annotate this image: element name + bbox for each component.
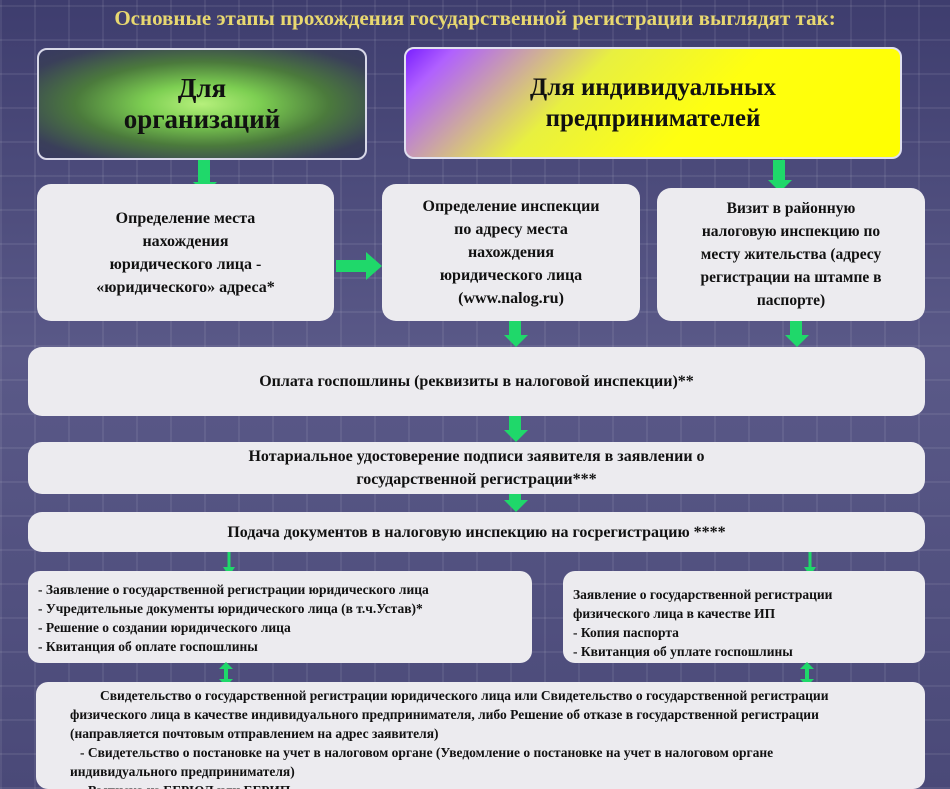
header-ip-line1: Для индивидуальных <box>530 74 776 101</box>
header-org-line1: Для <box>177 73 227 103</box>
step-org-location: Определение места нахождения юридическог… <box>37 184 334 321</box>
list-item: - Учредительные документы юридического л… <box>38 601 423 616</box>
list-item: - Решение о создании юридического лица <box>38 620 291 635</box>
list-item: - Квитанция об уплате госпошлины <box>573 644 793 659</box>
header-entrepreneurs: Для индивидуальных предпринимателей <box>404 47 902 159</box>
header-org-line2: организаций <box>123 104 281 134</box>
double-arrow-icon <box>219 662 233 686</box>
list-item: - Копия паспорта <box>573 625 679 640</box>
step-line: нахождения <box>142 232 229 250</box>
list-item: - Заявление о государственной регистраци… <box>38 582 429 597</box>
step-line: юридического лица <box>439 267 583 284</box>
result-line: (направляется почтовым отправлением на а… <box>70 726 439 741</box>
step-notary: Нотариальное удостоверение подписи заяви… <box>28 442 925 494</box>
step-line: налоговую инспекцию по <box>701 223 881 240</box>
step-line: «юридического» адреса* <box>96 278 275 296</box>
header-ip-line2: предпринимателей <box>545 105 761 132</box>
org-documents-list: - Заявление о государственной регистраци… <box>28 571 532 663</box>
list-item: - Квитанция об оплате госпошлины <box>38 639 258 654</box>
result-line: - Выписка из ЕГРЮЛ или ЕГРИП <box>46 781 915 789</box>
step-line: Определение места <box>115 209 256 227</box>
arrow-down-icon <box>504 321 528 347</box>
arrow-down-icon <box>504 416 528 442</box>
step-fee: Оплата госпошлины (реквизиты в налоговой… <box>28 347 925 416</box>
step-submit: Подача документов в налоговую инспекцию … <box>28 512 925 552</box>
step-line: Определение инспекции <box>422 198 600 215</box>
step-line: по адресу места <box>454 221 568 238</box>
list-item: физического лица в качестве ИП <box>573 606 776 621</box>
step-line: Подача документов в налоговую инспекцию … <box>227 523 726 541</box>
step-line: паспорте) <box>756 292 826 309</box>
step-line: нахождения <box>467 244 555 261</box>
header-organizations: Для организаций <box>37 48 367 160</box>
result-line: Свидетельство о государственной регистра… <box>100 688 829 703</box>
arrow-down-icon <box>785 321 809 347</box>
step-line: Нотариальное удостоверение подписи заяви… <box>248 448 705 465</box>
arrow-right-icon <box>336 252 382 280</box>
step-line: месту жительства (адресу <box>700 246 882 263</box>
list-item: Заявление о государственной регистрации <box>573 587 833 602</box>
result-line: - Свидетельство о постановке на учет в н… <box>80 745 774 760</box>
step-line: (www.nalog.ru) <box>458 290 564 307</box>
double-arrow-icon <box>800 662 814 686</box>
ip-documents-list: Заявление о государственной регистрации … <box>563 571 925 663</box>
page-title: Основные этапы прохождения государственн… <box>114 6 836 30</box>
result-line: физического лица в качестве индивидуальн… <box>70 707 819 722</box>
step-line: регистрации на штампе в <box>700 269 882 286</box>
arrow-down-icon <box>504 494 528 512</box>
step-inspection: Определение инспекции по адресу места на… <box>382 184 640 321</box>
result-documents: Свидетельство о государственной регистра… <box>36 682 925 789</box>
step-line: юридического лица - <box>109 255 262 273</box>
step-line: государственной регистрации*** <box>356 471 597 488</box>
step-line: Оплата госпошлины (реквизиты в налоговой… <box>259 373 694 390</box>
result-line: индивидуального предпринимателя) <box>70 764 295 779</box>
step-ip-visit: Визит в районную налоговую инспекцию по … <box>657 188 925 321</box>
step-line: Визит в районную <box>726 200 856 217</box>
